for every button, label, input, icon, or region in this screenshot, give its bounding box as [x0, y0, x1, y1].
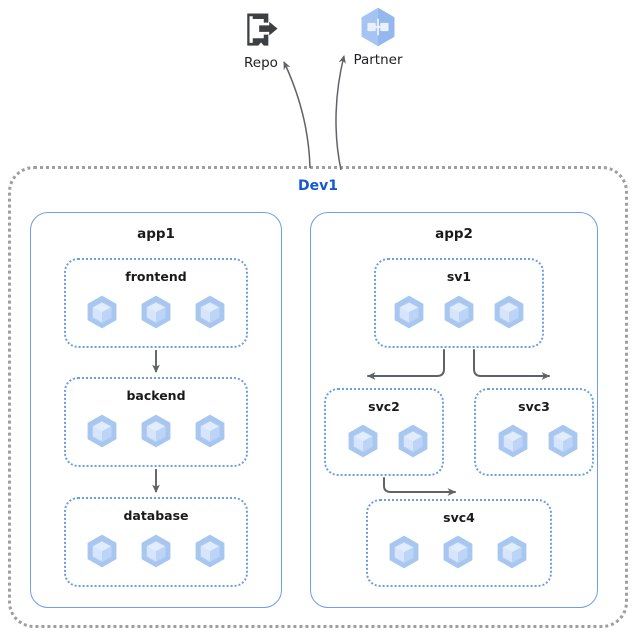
pod-frontend-pod-2[interactable] [138, 294, 174, 330]
pod-database-pod-3[interactable] [192, 533, 228, 569]
pod-cube-icon [389, 535, 419, 569]
service-svc2-label: svc2 [368, 399, 400, 414]
external-node-repo[interactable]: Repo [206, 8, 316, 71]
pod-sv1-pod-3[interactable] [491, 294, 527, 330]
pod-cube-icon [87, 414, 117, 448]
pod-database-pod-2[interactable] [138, 533, 174, 569]
pod-svc4-pod-1[interactable] [386, 534, 422, 570]
pod-svc2-pod-2[interactable] [395, 423, 431, 459]
pod-cube-icon [394, 295, 424, 329]
service-backend-label: backend [126, 388, 186, 403]
pod-cube-icon [444, 295, 474, 329]
pod-backend-pod-2[interactable] [138, 413, 174, 449]
service-svc3-label: svc3 [518, 399, 550, 414]
edge-dev1-repo [283, 61, 311, 169]
pod-cube-icon [497, 535, 527, 569]
application-app1-label: app1 [137, 226, 175, 242]
pod-svc3-pod-1[interactable] [495, 423, 531, 459]
pod-backend-pod-3[interactable] [192, 413, 228, 449]
pod-cube-icon [195, 295, 225, 329]
pod-cube-icon [195, 534, 225, 568]
pod-sv1-pod-2[interactable] [441, 294, 477, 330]
pod-cube-icon [398, 424, 428, 458]
pod-cube-icon [141, 414, 171, 448]
pod-cube-icon [141, 295, 171, 329]
pod-svc4-pod-3[interactable] [494, 534, 530, 570]
pod-cube-icon [141, 534, 171, 568]
pod-cube-icon [348, 424, 378, 458]
external-node-partner-label: Partner [353, 52, 403, 68]
pod-cube-icon [87, 534, 117, 568]
pod-cube-icon [87, 295, 117, 329]
edge-dev1-partner [335, 55, 346, 171]
pod-svc2-pod-1[interactable] [345, 423, 381, 459]
pod-cube-icon [494, 295, 524, 329]
pod-frontend-pod-1[interactable] [84, 294, 120, 330]
application-app2-label: app2 [435, 226, 473, 242]
pod-cube-icon [498, 424, 528, 458]
pod-cube-icon [443, 535, 473, 569]
pod-database-pod-1[interactable] [84, 533, 120, 569]
pod-cube-icon [195, 414, 225, 448]
pod-svc3-pod-2[interactable] [545, 423, 581, 459]
service-database-label: database [123, 508, 189, 523]
pod-svc4-pod-2[interactable] [440, 534, 476, 570]
pod-sv1-pod-1[interactable] [391, 294, 427, 330]
repo-icon [247, 13, 278, 46]
pod-cube-icon [548, 424, 578, 458]
external-node-partner[interactable]: Partner [323, 5, 433, 68]
partner-hexagon-icon [361, 7, 395, 47]
service-frontend-label: frontend [125, 269, 187, 284]
service-svc4-label: svc4 [443, 510, 475, 525]
environment-dev1[interactable] [8, 166, 628, 628]
pod-backend-pod-1[interactable] [84, 413, 120, 449]
service-sv1-label: sv1 [446, 269, 472, 284]
environment-dev1-label: Dev1 [298, 178, 338, 194]
external-node-repo-label: Repo [244, 55, 278, 71]
pod-frontend-pod-3[interactable] [192, 294, 228, 330]
